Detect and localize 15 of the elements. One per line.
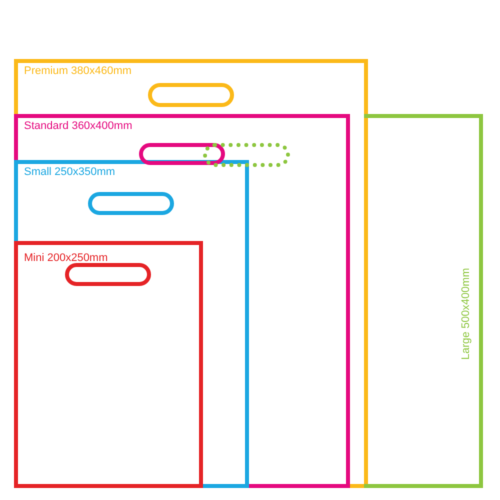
bag-outline xyxy=(14,59,368,488)
size-label: Large 500x400mm xyxy=(460,268,473,360)
size-label: Premium 380x460mm xyxy=(24,65,132,78)
handle-slot xyxy=(65,263,151,286)
size-label: Standard 360x400mm xyxy=(24,120,132,133)
handle-slot xyxy=(203,143,290,167)
size-label: Small 250x350mm xyxy=(24,166,116,179)
bag-outline xyxy=(14,241,203,488)
bag-outline xyxy=(364,114,483,488)
handle-slot xyxy=(139,143,225,165)
handle-slot xyxy=(88,192,174,215)
handle-slot xyxy=(148,83,234,107)
size-label: Mini 200x250mm xyxy=(24,252,108,265)
bag-outline xyxy=(14,114,350,488)
bag-outline xyxy=(14,160,249,488)
